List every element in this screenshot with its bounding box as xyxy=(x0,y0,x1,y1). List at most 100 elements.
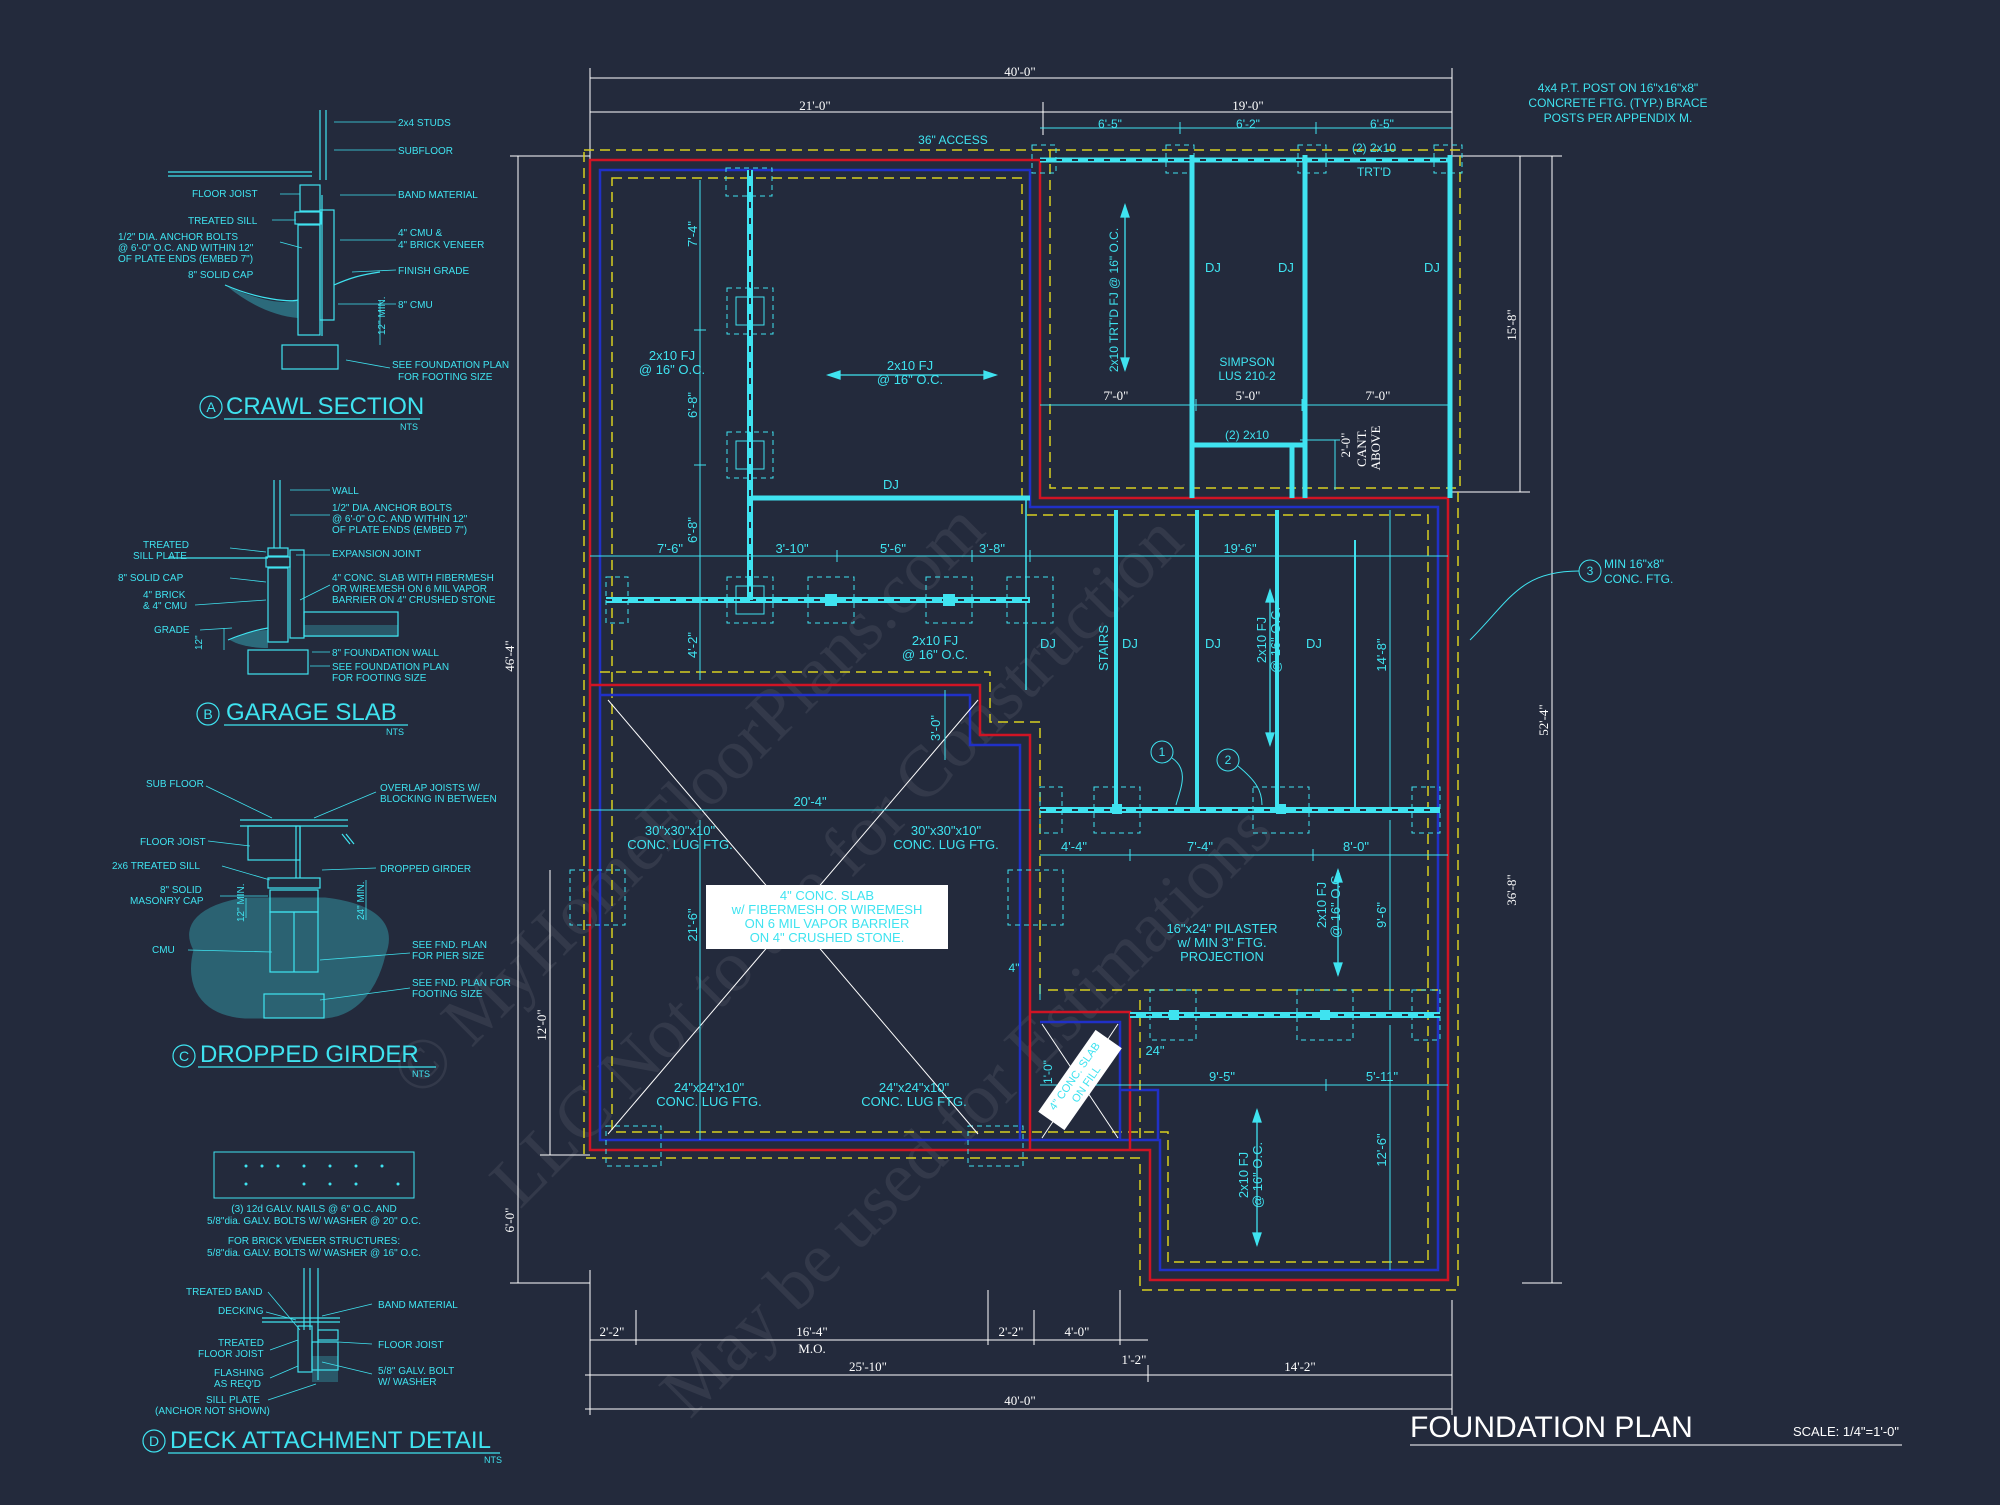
cant-label-2: ABOVE xyxy=(1368,426,1383,471)
crawl-note-anchor-1: 1/2" DIA. ANCHOR BOLTS xyxy=(118,232,238,243)
garage-note-solid-cap: 8" SOLID CAP xyxy=(118,573,184,584)
girder-note-ftg-2: FOOTING SIZE xyxy=(412,989,483,1000)
fj-center-2: @ 16" O.C. xyxy=(877,372,943,387)
dim-bottom-mo: M.O. xyxy=(798,1341,825,1356)
girder-note-min12: 12" MIN. xyxy=(236,883,247,922)
garage-note-anchor-3: OF PLATE ENDS (EMBED 7") xyxy=(332,525,467,536)
dim-3-8: 3'-8" xyxy=(979,541,1005,556)
dim-6-8b-vertical: 6'-8" xyxy=(685,517,700,543)
deck-outline xyxy=(1050,149,1461,488)
fj-bottom-2: @ 16" O.C. xyxy=(1250,1142,1265,1208)
detail-tag-1 xyxy=(1150,740,1174,764)
dim-right-b: 36'-8" xyxy=(1504,874,1519,905)
garage-note-slab-1: 4" CONC. SLAB WITH FIBERMESH xyxy=(332,573,494,584)
dj-right-3: DJ xyxy=(1205,636,1221,651)
dim-9-5: 9'-5" xyxy=(1209,1069,1235,1084)
stairs-label: STAIRS xyxy=(1096,625,1111,671)
detail-garage-slab: WALL 1/2" DIA. ANCHOR BOLTS @ 6'-0" O.C.… xyxy=(118,480,496,737)
garage-note-fdn-wall: 8" FOUNDATION WALL xyxy=(332,648,439,659)
fj-mid-2: @ 16" O.C. xyxy=(902,647,968,662)
garage-note-wall: WALL xyxy=(332,486,359,497)
deck-note-bolt-1: 5/8" GALV. BOLT xyxy=(378,1366,454,1377)
fj-lower-2: @ 16" O.C. xyxy=(1328,872,1343,938)
fj-right-1: 2x10 FJ xyxy=(1254,617,1269,663)
dim-7-4-vertical: 7'-4" xyxy=(685,221,700,247)
crawl-nts: NTS xyxy=(400,422,418,432)
dim-20-4: 20'-4" xyxy=(793,794,827,809)
deck-dj-2: DJ xyxy=(1278,260,1294,275)
deck-note-tfj-1: TREATED xyxy=(218,1338,264,1349)
deck-post-note-2: CONCRETE FTG. (TYP.) BRACE xyxy=(1528,96,1707,110)
dim-top-overall: 40'-0" xyxy=(1004,64,1035,79)
dim-24-inch: 24" xyxy=(1145,1043,1164,1058)
footing-3-note-2: CONC. FTG. xyxy=(1604,572,1673,586)
crawl-note-band: BAND MATERIAL xyxy=(398,190,478,201)
crawl-note-anchor-2: @ 6'-0" O.C. AND WITHIN 12" xyxy=(118,243,254,254)
garage-slab-note-box xyxy=(706,885,948,949)
detail-crawl-section: 2x4 STUDS SUBFLOOR FLOOR JOIST BAND MATE… xyxy=(118,110,509,432)
dim-12-6-vertical: 12'-6" xyxy=(1374,1133,1389,1167)
fj-mid-1: 2x10 FJ xyxy=(912,633,958,648)
dim-left-b: 6'-0" xyxy=(502,1208,517,1233)
overall-dimensions xyxy=(510,68,1562,1415)
girder-note-overlap-1: OVERLAP JOISTS W/ xyxy=(380,783,480,794)
girders xyxy=(606,155,1453,1018)
dim-5-11: 5'-11" xyxy=(1366,1069,1399,1084)
overall-dimension-labels: 40'-0" 21'-0" 19'-0" 40'-0" 25'-10" 14'-… xyxy=(502,64,1551,1408)
joist-span-arrows xyxy=(825,202,1343,1248)
deck-note-floor-joist: FLOOR JOIST xyxy=(378,1340,444,1351)
garage-note-see-plan-1: SEE FOUNDATION PLAN xyxy=(332,662,449,673)
deck-dj-1: DJ xyxy=(1205,260,1221,275)
deck-letter: D xyxy=(149,1433,159,1449)
garage-note-brick-2: & 4" CMU xyxy=(143,601,187,612)
crawl-note-sill: TREATED SILL xyxy=(188,216,258,227)
garage-wall-red xyxy=(590,683,1032,1150)
detail-tag-2 xyxy=(1216,748,1240,772)
deck-post-note-1: 4x4 P.T. POST ON 16"x16"x8" xyxy=(1538,81,1698,95)
girder-note-ftg-1: SEE FND. PLAN FOR xyxy=(412,978,511,989)
garage-note-dim12: 12" xyxy=(194,635,205,650)
footing-outline-inner xyxy=(611,177,1429,1263)
fj-left-1: 2x10 FJ xyxy=(649,348,695,363)
girder-note-floor-joist: FLOOR JOIST xyxy=(140,837,206,848)
dim-bottom-overall: 40'-0" xyxy=(1004,1393,1035,1408)
dim-5-6: 5'-6" xyxy=(880,541,906,556)
dim-bottom-g: 1'-2" xyxy=(1122,1352,1147,1367)
crawl-letter: A xyxy=(206,399,216,415)
deck-dim-c: 6'-5" xyxy=(1370,117,1394,131)
deck-nts: NTS xyxy=(484,1455,502,1465)
crawl-note-anchor-3: OF PLATE ENDS (EMBED 7") xyxy=(118,254,253,265)
deck-dim-b: 6'-2" xyxy=(1236,117,1260,131)
crawl-note-cmu-1: 4" CMU & xyxy=(398,228,442,239)
lug24-right-2: CONC. LUG FTG. xyxy=(861,1094,966,1109)
pilaster-note-1: 16"x24" PILASTER xyxy=(1166,921,1277,936)
detail-tag-1-label: 1 xyxy=(1159,745,1166,759)
deck-dim-7b: 7'-0" xyxy=(1366,388,1391,403)
girder-letter: C xyxy=(179,1048,189,1064)
deck-title: DECK ATTACHMENT DETAIL xyxy=(170,1427,491,1454)
garage-note-sill-2: SILL PLATE xyxy=(133,551,187,562)
dim-bottom-e: 2'-2" xyxy=(999,1324,1024,1339)
deck-note-bolt-2: W/ WASHER xyxy=(378,1377,437,1388)
rear-step-walls xyxy=(1120,1088,1160,1140)
deck-note-decking: DECKING xyxy=(218,1306,264,1317)
dim-bottom-c: 2'-2" xyxy=(600,1324,625,1339)
detail-tag-2-label: 2 xyxy=(1225,753,1232,767)
deck-letter-circle xyxy=(142,1429,166,1453)
garage-letter: B xyxy=(203,706,212,722)
dim-3-0-vertical: 3'-0" xyxy=(928,715,943,741)
dj-right-4: DJ xyxy=(1306,636,1322,651)
dim-9-6-vertical: 9'-6" xyxy=(1374,902,1389,928)
lug30-left-2: CONC. LUG FTG. xyxy=(627,837,732,852)
dim-7-6: 7'-6" xyxy=(657,541,683,556)
dim-19-6: 19'-6" xyxy=(1223,541,1257,556)
pilaster-note-3: PROJECTION xyxy=(1180,949,1264,964)
girder-nts: NTS xyxy=(412,1069,430,1079)
garage-letter-circle xyxy=(196,702,220,726)
girder-letter-circle xyxy=(172,1044,196,1068)
deck-note-flash-2: AS REQ'D xyxy=(214,1379,261,1390)
lug30-right-1: 30"x30"x10" xyxy=(911,823,982,838)
crawl-note-cmu-2: 4" BRICK VENEER xyxy=(398,240,484,251)
fj-bottom-1: 2x10 FJ xyxy=(1236,1152,1251,1198)
